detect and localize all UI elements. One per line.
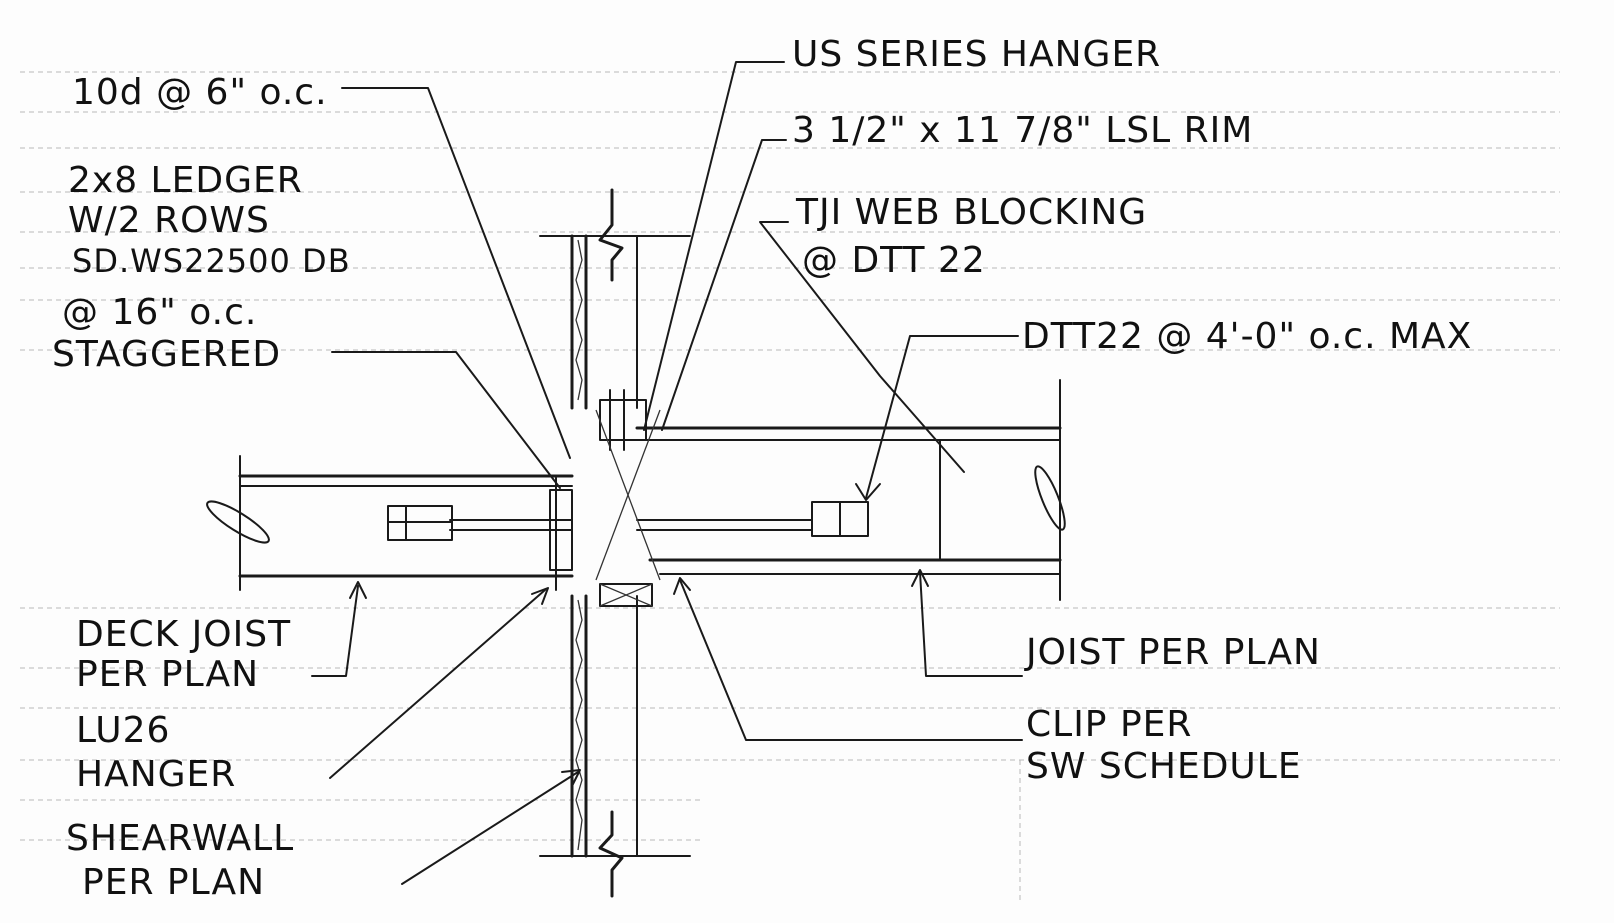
note-ledger-line-3: SD.WS22500 DB: [72, 242, 351, 280]
note-clip-line-1: CLIP PER: [1026, 704, 1192, 745]
note-nailing: 10d @ 6" o.c.: [72, 72, 328, 113]
note-ledger-line-5: STAGGERED: [52, 334, 281, 375]
note-ledger-line-4: @ 16" o.c.: [62, 292, 257, 333]
note-tji-blocking-line-2: @ DTT 22: [802, 240, 986, 281]
note-joist: JOIST PER PLAN: [1024, 632, 1321, 673]
break-mark-top: [598, 188, 624, 282]
floor-joist: [635, 379, 1066, 601]
leader-lines: [311, 61, 1023, 885]
note-ledger-line-2: W/2 ROWS: [68, 200, 270, 241]
ledger: [449, 477, 573, 591]
note-deck-joist-line-1: DECK JOIST: [76, 614, 291, 655]
note-shearwall-line-1: SHEARWALL: [66, 818, 294, 859]
note-lu26-line-1: LU26: [76, 710, 170, 751]
note-lu26-line-2: HANGER: [76, 754, 236, 795]
note-us-hanger: US SERIES HANGER: [792, 34, 1161, 75]
note-ledger-line-1: 2x8 LEDGER: [68, 160, 303, 201]
note-deck-joist-line-2: PER PLAN: [76, 654, 259, 695]
rim-and-hangers: [595, 389, 661, 607]
note-clip-line-2: SW SCHEDULE: [1026, 746, 1302, 787]
break-mark-bottom: [598, 810, 624, 898]
labels: 10d @ 6" o.c. 2x8 LEDGER W/2 ROWS SD.WS2…: [52, 34, 1472, 903]
note-dtt22: DTT22 @ 4'-0" o.c. MAX: [1022, 316, 1472, 357]
note-lsl-rim: 3 1/2" x 11 7/8" LSL RIM: [792, 110, 1253, 151]
note-shearwall-line-2: PER PLAN: [82, 862, 265, 903]
note-tji-blocking-line-1: TJI WEB BLOCKING: [795, 192, 1147, 233]
shearwall: [539, 234, 691, 858]
guide-lines: [20, 71, 1560, 900]
deck-joist: [206, 455, 574, 591]
